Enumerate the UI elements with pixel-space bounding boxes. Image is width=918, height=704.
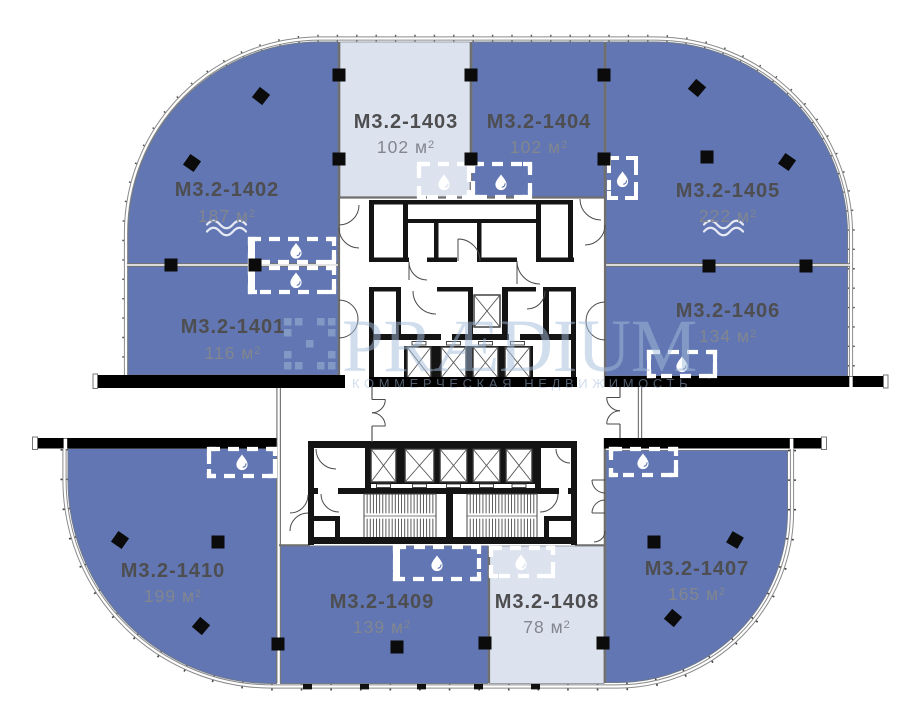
svg-text:M3.2-1407: M3.2-1407 — [645, 558, 750, 580]
svg-text:116 м2: 116 м2 — [205, 343, 262, 363]
svg-text:102 м2: 102 м2 — [510, 137, 568, 157]
svg-text:M3.2-1402: M3.2-1402 — [175, 179, 280, 201]
svg-text:PRÆDIUM: PRÆDIUM — [342, 305, 697, 388]
svg-text:M3.2-1406: M3.2-1406 — [676, 300, 781, 322]
svg-text:КОММЕРЧЕСКАЯ НЕДВИЖИМОСТЬ: КОММЕРЧЕСКАЯ НЕДВИЖИМОСТЬ — [352, 376, 692, 391]
svg-text:M3.2-1404: M3.2-1404 — [487, 111, 592, 133]
svg-text:165 м2: 165 м2 — [668, 584, 726, 604]
svg-text:M3.2-1410: M3.2-1410 — [121, 560, 226, 582]
svg-text:102 м2: 102 м2 — [377, 137, 435, 157]
svg-text:M3.2-1408: M3.2-1408 — [495, 591, 600, 613]
svg-text:M3.2-1405: M3.2-1405 — [676, 180, 781, 202]
svg-text:187 м2: 187 м2 — [198, 206, 256, 226]
svg-text:199 м2: 199 м2 — [144, 586, 202, 606]
svg-text:139 м2: 139 м2 — [353, 617, 411, 637]
svg-text:M3.2-1403: M3.2-1403 — [354, 111, 459, 133]
svg-text:78 м2: 78 м2 — [523, 617, 570, 637]
svg-text:M3.2-1409: M3.2-1409 — [330, 591, 435, 613]
svg-text:M3.2-1401: M3.2-1401 — [181, 316, 286, 338]
svg-text:134 м2: 134 м2 — [699, 326, 757, 346]
svg-text:222 м2: 222 м2 — [699, 206, 757, 226]
